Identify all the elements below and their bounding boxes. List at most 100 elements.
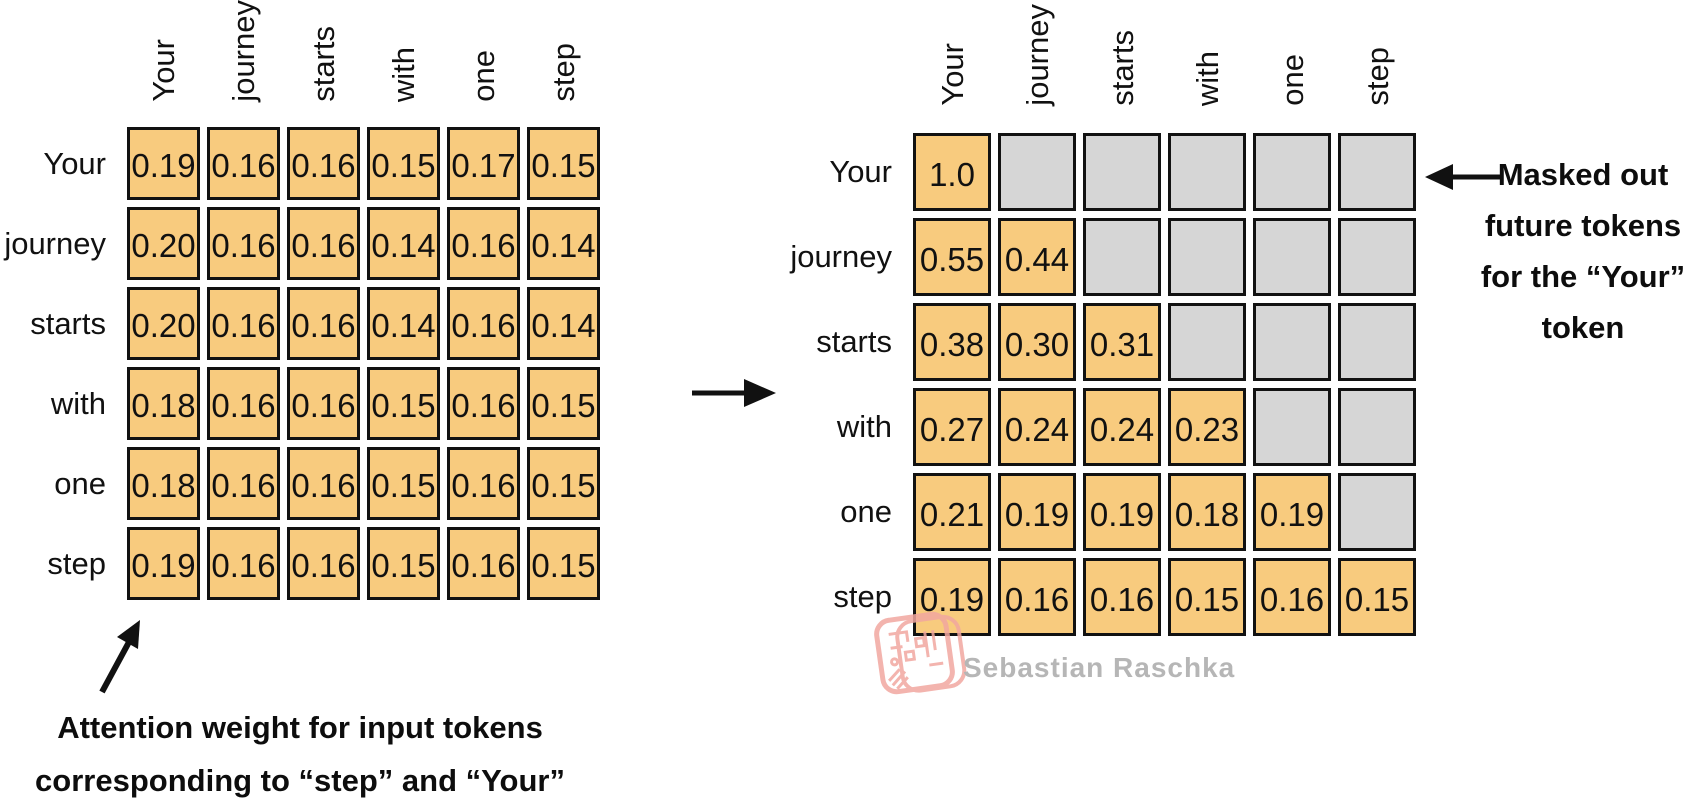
matrix-corner (786, 5, 906, 126)
attention-cell: 0.19 (127, 527, 200, 600)
attention-cell: 0.31 (1083, 303, 1161, 381)
attention-cell: 0.15 (1168, 558, 1246, 636)
attention-cell: 0.15 (527, 527, 600, 600)
note-line: Masked out (1497, 157, 1669, 192)
masked-cell (1168, 303, 1246, 381)
attention-cell: 0.24 (998, 388, 1076, 466)
row-label: Your (43, 145, 106, 181)
attention-cell: 0.20 (127, 287, 200, 360)
attention-cell: 0.15 (367, 367, 440, 440)
row-label: Your (829, 154, 892, 189)
column-label: starts (1083, 5, 1161, 126)
attention-cell: 0.16 (207, 447, 280, 520)
attention-weight-note: Attention weight for input tokens corres… (30, 701, 570, 803)
attention-cell: 0.16 (1083, 558, 1161, 636)
attention-cell: 0.15 (527, 127, 600, 200)
attention-cell: 0.14 (527, 287, 600, 360)
attention-cell: 0.19 (998, 473, 1076, 551)
attention-cell: 0.44 (998, 218, 1076, 296)
masked-cell (1338, 388, 1416, 466)
attention-cell: 0.27 (913, 388, 991, 466)
attention-cell: 0.17 (447, 127, 520, 200)
row-label: step (833, 579, 892, 614)
row-label: starts (816, 324, 892, 359)
attention-cell: 0.15 (527, 447, 600, 520)
column-label-text: step (1359, 47, 1395, 106)
row-label: journey (790, 239, 892, 274)
note-line: token (1541, 310, 1625, 345)
masked-cell (1338, 133, 1416, 211)
masked-cell (1253, 303, 1331, 381)
masked-cell (1083, 133, 1161, 211)
column-label: one (1253, 5, 1331, 126)
note-line: Attention weight for input tokens (57, 710, 543, 745)
attention-cell: 0.18 (127, 367, 200, 440)
attention-cell: 0.14 (367, 287, 440, 360)
attention-cell: 0.16 (447, 447, 520, 520)
column-label-text: Your (934, 43, 970, 106)
attention-cell: 0.16 (447, 527, 520, 600)
attention-cell: 1.0 (913, 133, 991, 211)
attention-cell: 0.16 (1253, 558, 1331, 636)
masked-cell (1253, 388, 1331, 466)
watermark-stamp-icon (874, 611, 967, 695)
attention-cell: 0.16 (287, 527, 360, 600)
attention-cell: 0.19 (913, 558, 991, 636)
attention-cell: 0.14 (527, 207, 600, 280)
column-label-text: starts (1104, 30, 1140, 106)
attention-cell: 0.15 (367, 127, 440, 200)
attention-cell: 0.16 (207, 527, 280, 600)
column-label: step (1338, 5, 1416, 126)
attention-cell: 0.15 (367, 447, 440, 520)
masked-cell (1338, 473, 1416, 551)
row-label: with (50, 385, 106, 421)
column-label: with (1168, 5, 1246, 126)
row-label: with (836, 409, 892, 444)
attention-cell: 0.20 (127, 207, 200, 280)
column-label: with (367, 7, 440, 120)
note-line: corresponding to “step” and “Your” (35, 763, 565, 798)
attention-cell: 0.16 (207, 367, 280, 440)
column-label-text: with (386, 46, 421, 102)
note-line: for the “Your” (1480, 259, 1686, 294)
attention-cell: 0.19 (1253, 473, 1331, 551)
attention-cell: 0.16 (207, 127, 280, 200)
arrow-left-icon (1425, 164, 1500, 190)
attention-cell: 0.15 (1338, 558, 1416, 636)
attention-cell: 0.16 (447, 207, 520, 280)
column-label-text: Your (146, 39, 181, 102)
attention-cell: 0.19 (127, 127, 200, 200)
column-label-text: journey (1019, 4, 1055, 106)
column-label-text: one (1274, 54, 1310, 106)
column-label: one (447, 7, 520, 120)
column-label: journey (207, 0, 280, 120)
column-label: journey (998, 4, 1076, 126)
attention-cell: 0.16 (287, 367, 360, 440)
column-label-text: step (546, 43, 581, 102)
row-label: starts (30, 305, 106, 341)
masked-cell (1338, 218, 1416, 296)
column-label-text: starts (306, 26, 341, 102)
row-label: step (47, 545, 106, 581)
column-label: Your (913, 5, 991, 126)
attention-cell: 0.16 (287, 207, 360, 280)
column-label: Your (127, 7, 200, 120)
attention-cell: 0.30 (998, 303, 1076, 381)
arrow-up-right-icon (99, 620, 140, 694)
column-label: step (527, 7, 600, 120)
watermark-author: Sebastian Raschka (963, 652, 1236, 683)
attention-cell: 0.16 (998, 558, 1076, 636)
row-label: one (840, 494, 892, 529)
attention-cell: 0.16 (287, 447, 360, 520)
attention-cell: 0.21 (913, 473, 991, 551)
attention-cell: 0.55 (913, 218, 991, 296)
attention-cell: 0.16 (287, 127, 360, 200)
attention-cell: 0.38 (913, 303, 991, 381)
row-label: journey (4, 225, 106, 261)
arrow-right-icon (692, 379, 776, 407)
attention-cell: 0.16 (447, 287, 520, 360)
attention-cell: 0.16 (447, 367, 520, 440)
attention-cell: 0.24 (1083, 388, 1161, 466)
